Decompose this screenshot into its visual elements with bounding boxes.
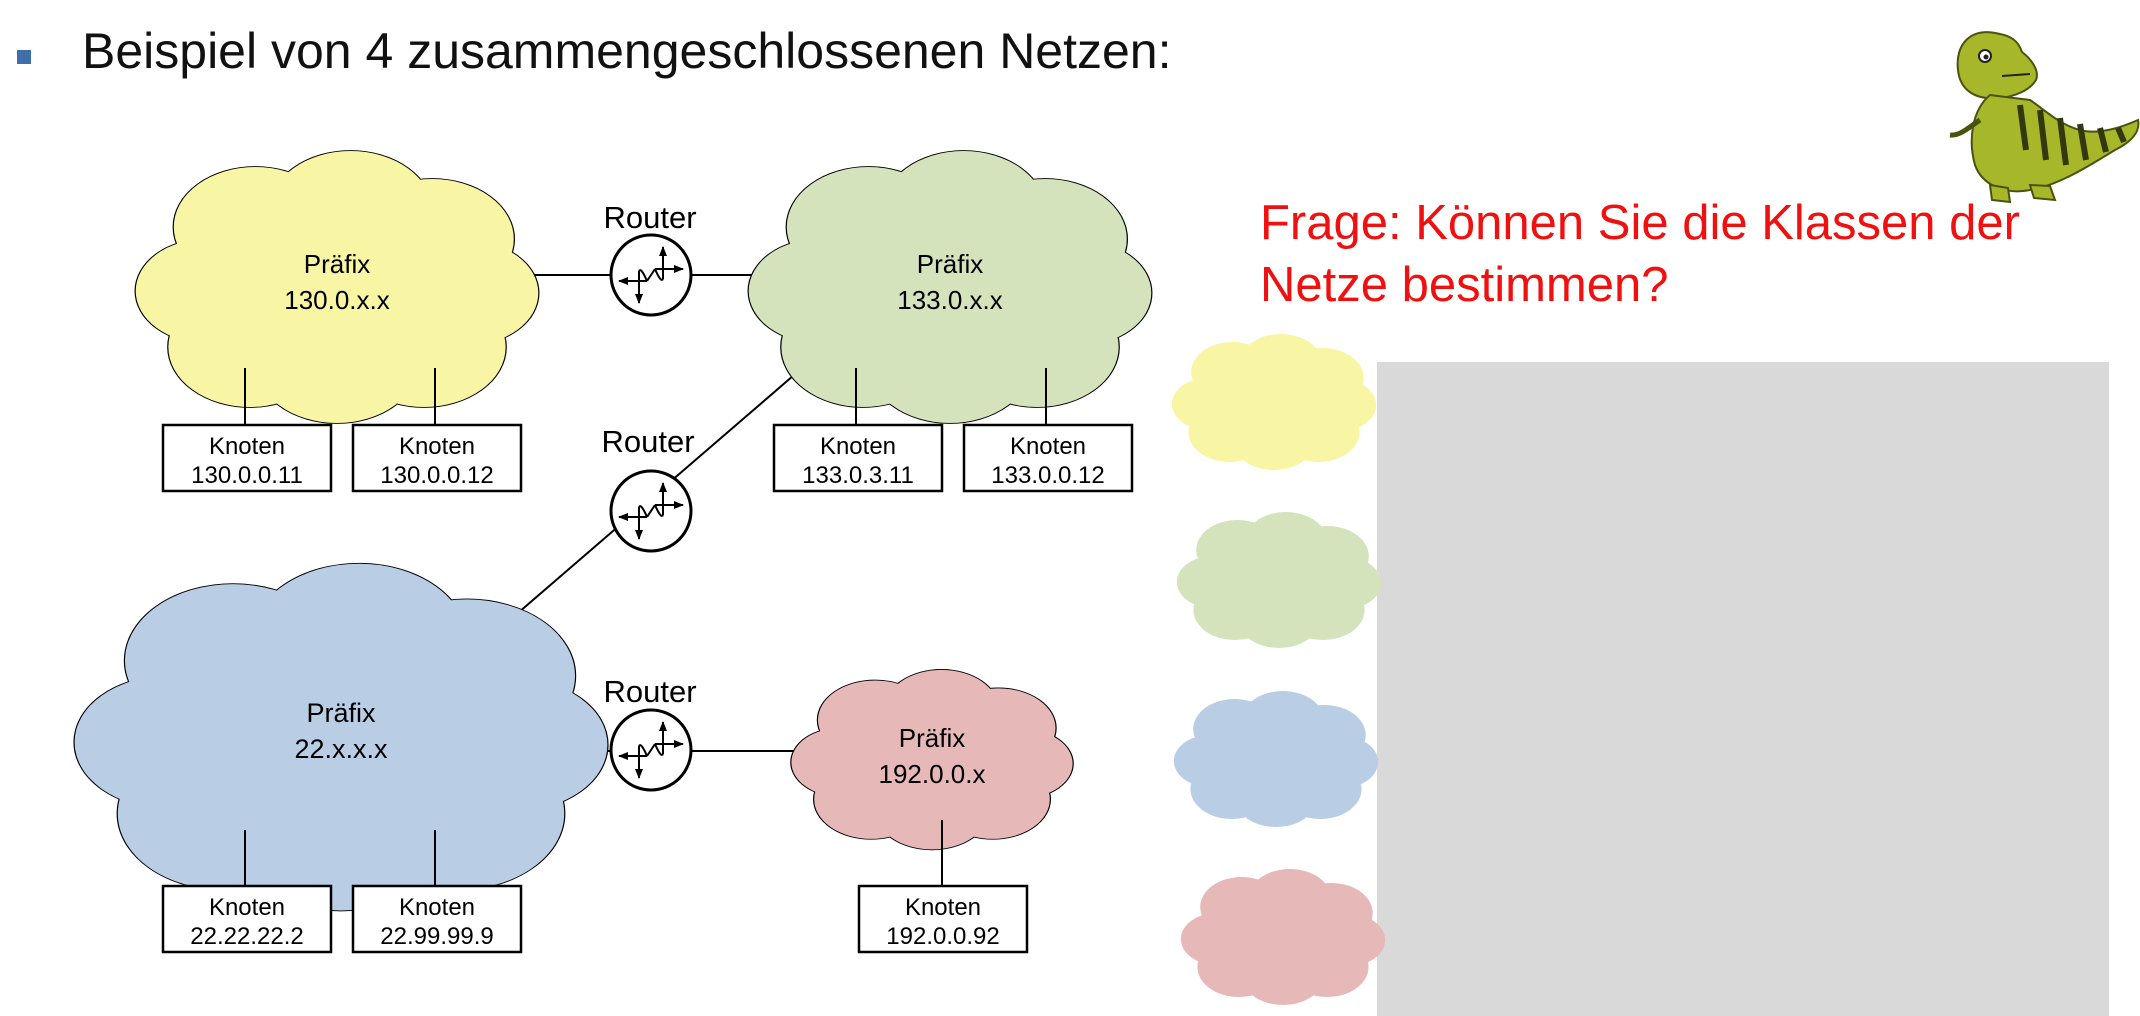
- node-label: Knoten: [399, 894, 475, 921]
- cloud-label: Präfix: [304, 249, 370, 279]
- node-ip: 192.0.0.92: [886, 923, 999, 950]
- node-label: Knoten: [399, 433, 475, 460]
- node-ip: 130.0.0.12: [380, 462, 493, 489]
- cloud-prefix: 130.0.x.x: [284, 285, 390, 315]
- router-2: Router: [601, 424, 695, 553]
- node-ip: 133.0.3.11: [802, 462, 914, 489]
- node-label: Knoten: [209, 433, 285, 460]
- node-ip: 22.22.22.2: [190, 923, 303, 950]
- network-cloud-green: Präfix 133.0.x.x: [747, 150, 1153, 424]
- node-ip: 22.99.99.9: [380, 923, 493, 950]
- legend-cloud-yellow: [1171, 334, 1377, 470]
- legend-cloud-green: [1176, 512, 1382, 648]
- answer-panel: [1377, 362, 2109, 1016]
- legend-cloud-red: [1180, 869, 1386, 1005]
- node-label: Knoten: [209, 894, 285, 921]
- network-cloud-blue: Präfix 22.x.x.x: [73, 562, 609, 912]
- cloud-label: Präfix: [899, 723, 965, 753]
- network-cloud-yellow: Präfix 130.0.x.x: [134, 150, 540, 424]
- router-label: Router: [601, 424, 694, 459]
- cloud-label: Präfix: [306, 698, 376, 728]
- legend-cloud-blue: [1173, 691, 1379, 827]
- router-3: Router: [603, 674, 697, 792]
- node-ip: 133.0.0.12: [991, 462, 1104, 489]
- cloud-label: Präfix: [917, 249, 983, 279]
- question-text: Frage: Können Sie die Klassen der Netze …: [1260, 196, 2020, 312]
- cloud-prefix: 192.0.0.x: [879, 759, 986, 789]
- slide-heading: Beispiel von 4 zusammengeschlossenen Net…: [82, 23, 1172, 79]
- bullet-icon: [17, 50, 31, 64]
- cloud-prefix: 133.0.x.x: [897, 285, 1003, 315]
- node-label: Knoten: [820, 433, 896, 460]
- network-cloud-red: Präfix 192.0.0.x: [790, 669, 1074, 851]
- router-label: Router: [603, 200, 696, 235]
- dinosaur-icon: [1949, 31, 2140, 204]
- cloud-prefix: 22.x.x.x: [294, 734, 388, 764]
- node-label: Knoten: [905, 894, 981, 921]
- router-1: Router: [603, 200, 697, 317]
- node-label: Knoten: [1010, 433, 1086, 460]
- node-ip: 130.0.0.11: [191, 462, 303, 489]
- router-label: Router: [603, 674, 696, 709]
